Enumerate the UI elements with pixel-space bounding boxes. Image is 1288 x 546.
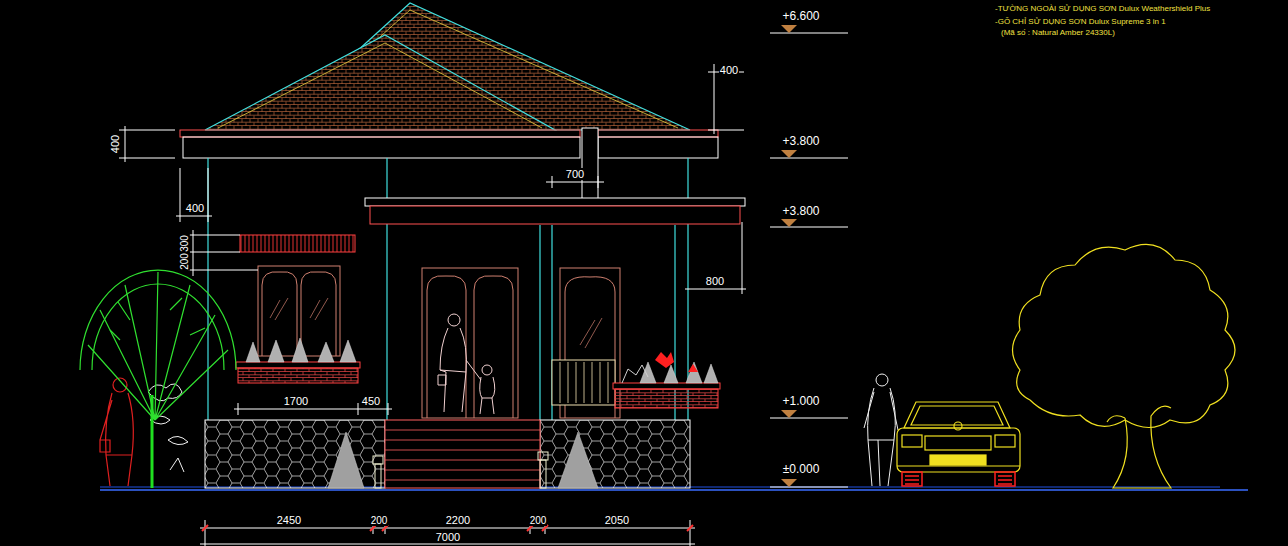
dimension-text: 300 bbox=[179, 234, 190, 253]
dimension-text: 400 bbox=[719, 64, 739, 76]
dimension-text: 200 bbox=[370, 515, 389, 526]
dimension-text: 2050 bbox=[604, 514, 630, 526]
note-text: (Mã số : Natural Amber 24330L) bbox=[1000, 29, 1116, 38]
dimension-text: 450 bbox=[361, 395, 381, 407]
elevation-label: +1.000 bbox=[781, 395, 820, 408]
dimension-text: 400 bbox=[185, 202, 205, 214]
dimension-text: 7000 bbox=[435, 531, 461, 543]
dimension-text: 700 bbox=[565, 168, 585, 180]
dimension-text: 1700 bbox=[283, 395, 309, 407]
note-text: -TƯỜNG NGOÀI SỬ DỤNG SƠN Dulux Weathersh… bbox=[994, 5, 1211, 14]
dimension-text: 2200 bbox=[445, 514, 471, 526]
dimension-text: 800 bbox=[705, 275, 725, 287]
elevation-label: ±0.000 bbox=[782, 463, 821, 476]
dimension-text: 200 bbox=[529, 515, 548, 526]
elevation-label: +3.800 bbox=[781, 205, 820, 218]
dimension-text: 400 bbox=[109, 134, 121, 154]
elevation-label: +6.600 bbox=[781, 10, 820, 23]
dimension-text: 2450 bbox=[276, 514, 302, 526]
note-text: -GỖ CHỈ SỬ DỤNG SƠN Dulux Supreme 3 in 1 bbox=[994, 18, 1167, 27]
dimension-text: 200 bbox=[179, 252, 190, 271]
elevation-label: +3.800 bbox=[781, 135, 820, 148]
